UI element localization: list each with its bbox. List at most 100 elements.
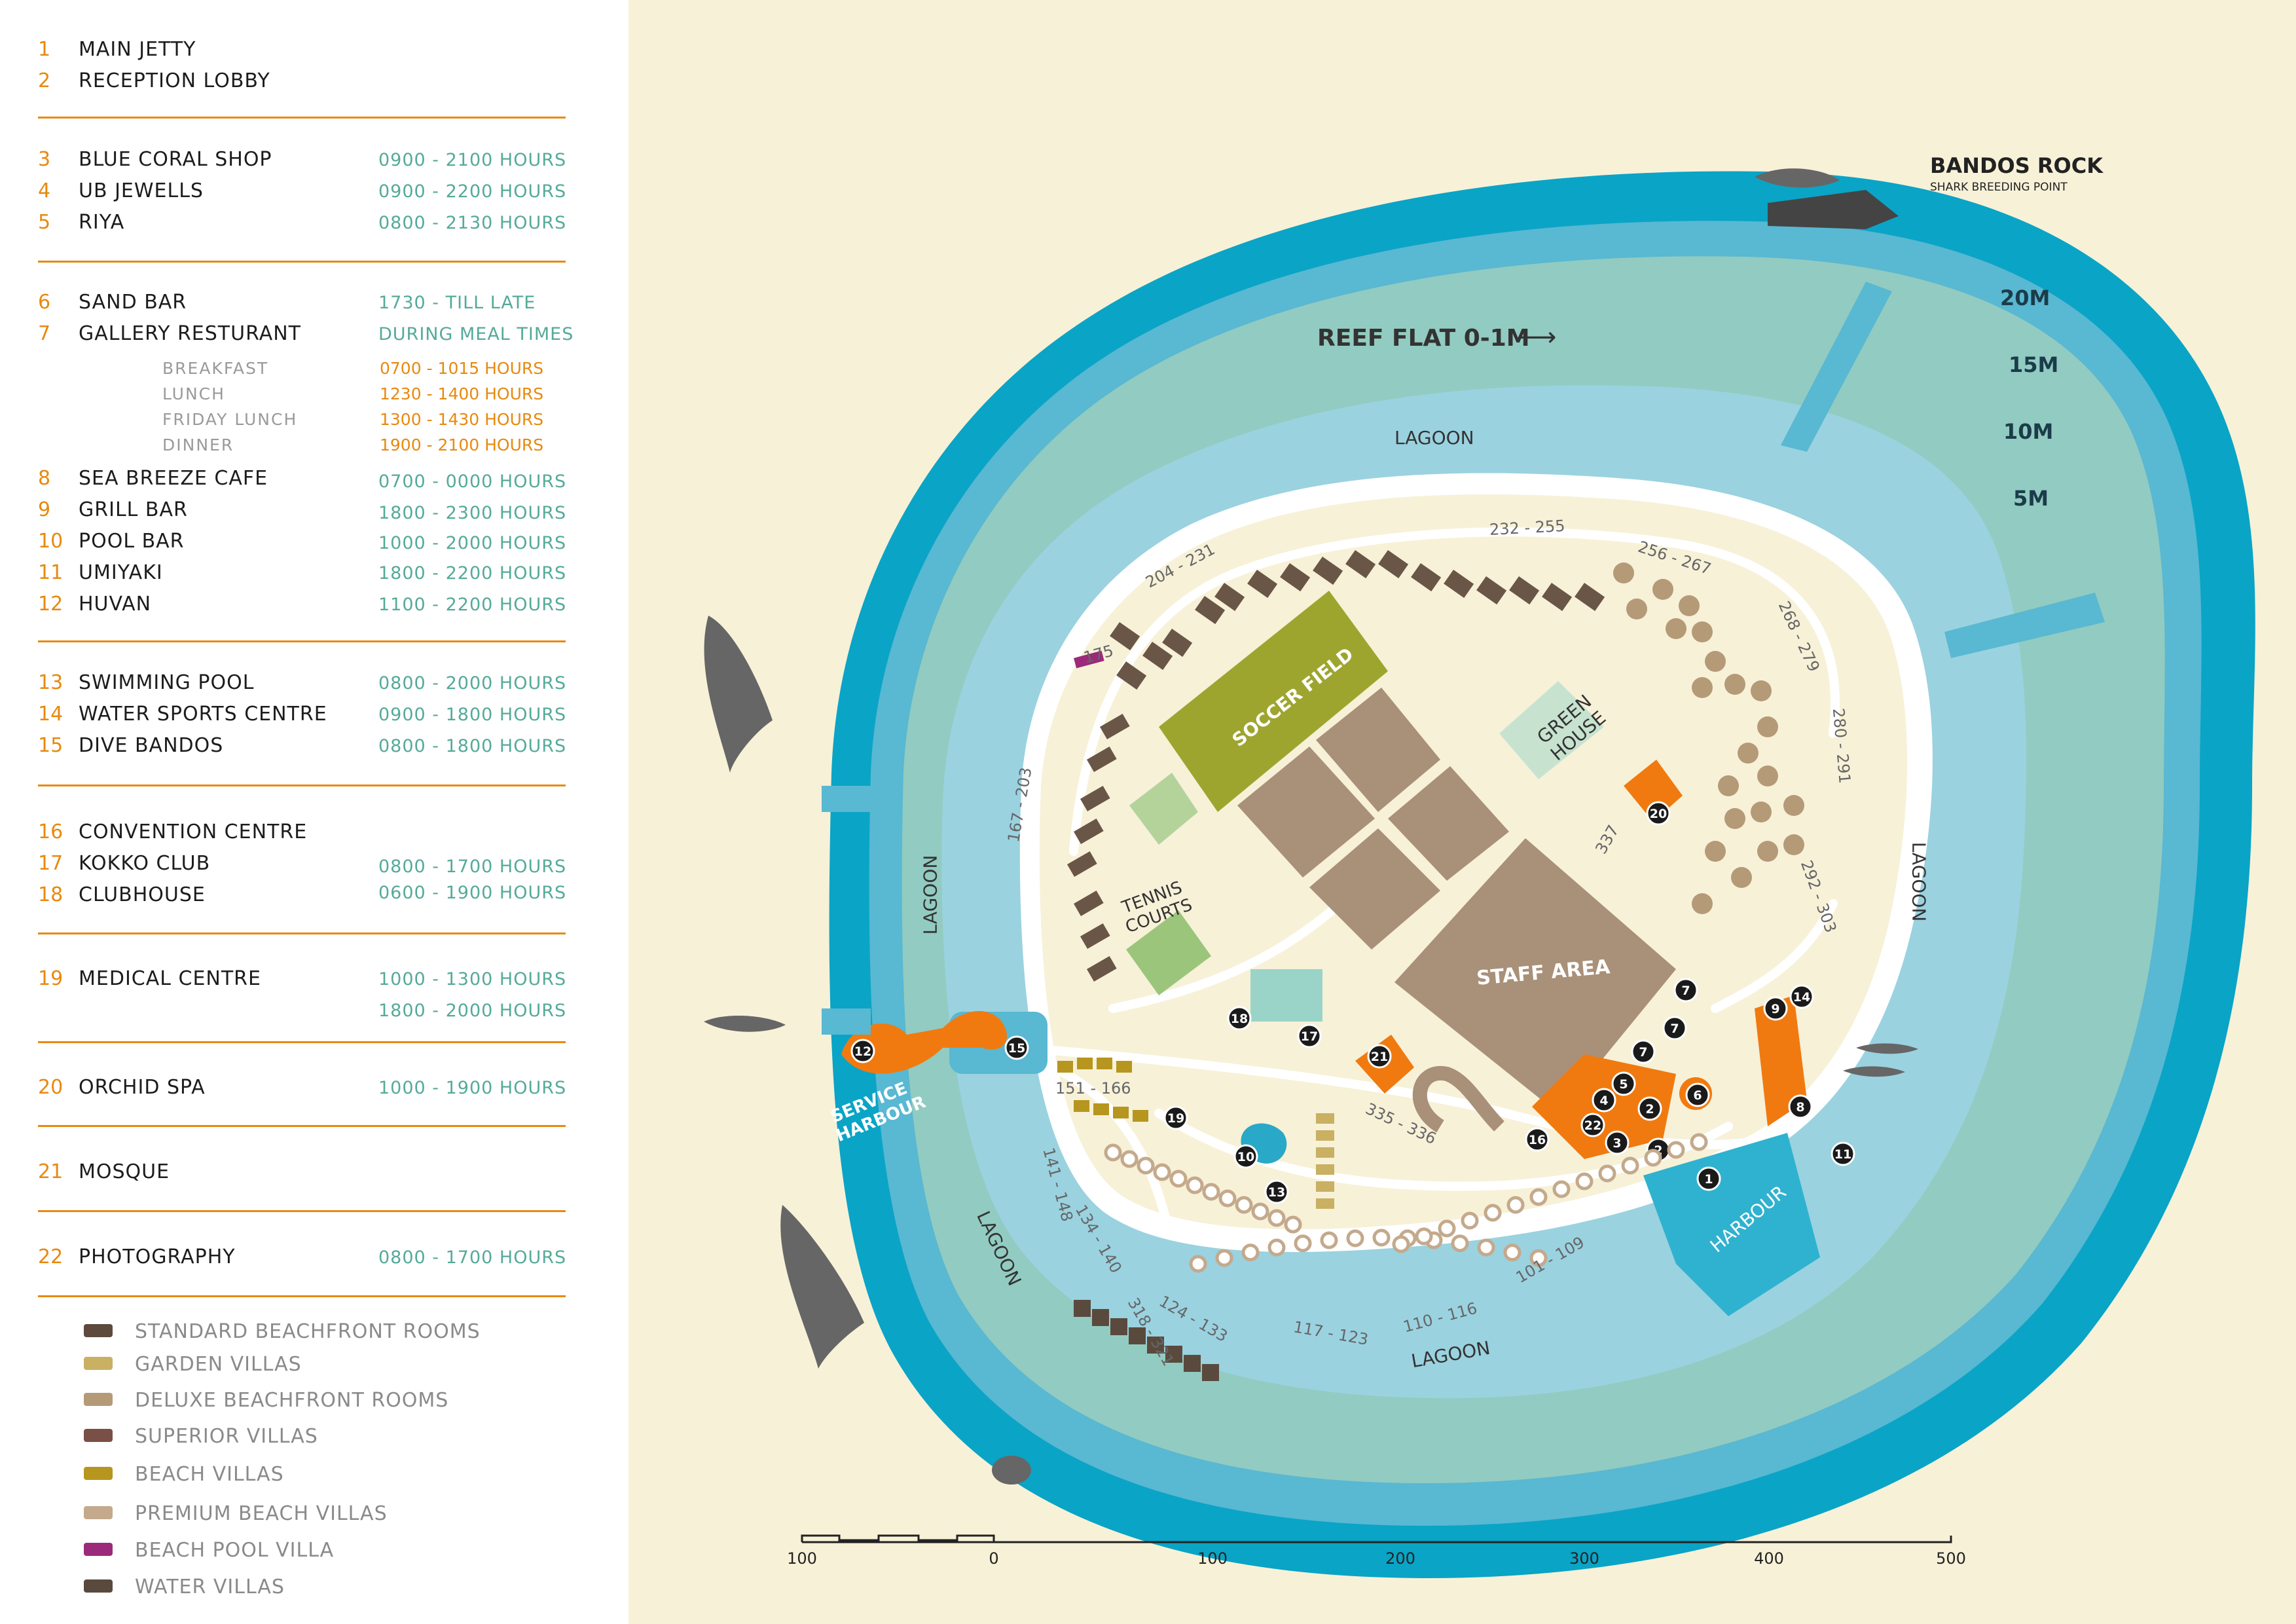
reef-flat-label: REEF FLAT 0-1M xyxy=(1317,325,1530,352)
marker-7[interactable]: 7 xyxy=(1662,1016,1687,1041)
marker-4[interactable]: 4 xyxy=(1592,1088,1616,1113)
water-villa-icon xyxy=(84,1579,113,1593)
marker-10[interactable]: 10 xyxy=(1233,1144,1258,1169)
facility-number: 11 xyxy=(38,561,64,584)
facility-row: 1800 - 2000 HOURS xyxy=(0,999,589,1025)
room-key-label: STANDARD BEACHFRONT ROOMS xyxy=(135,1320,481,1343)
marker-5[interactable]: 5 xyxy=(1611,1071,1636,1096)
beach-pool-villa-icon xyxy=(84,1543,113,1556)
marker-7[interactable]: 7 xyxy=(1673,978,1698,1003)
facility-name: ORCHID SPA xyxy=(79,1076,206,1099)
shark-rock xyxy=(1768,190,1899,229)
harbour-basin xyxy=(1643,1133,1820,1316)
shark-icon xyxy=(704,1015,786,1032)
facility-name: BLUE CORAL SHOP xyxy=(79,148,272,171)
huvan-restaurant xyxy=(841,1010,1008,1074)
shark-point-label: SHARK BREEDING POINT xyxy=(1930,181,2068,194)
facility-name: UB JEWELLS xyxy=(79,179,204,202)
room-key-label: SUPERIOR VILLAS xyxy=(135,1425,318,1448)
meal-row: BREAKFAST 0700 - 1015 HOURS xyxy=(0,359,589,381)
room-key-label: PREMIUM BEACH VILLAS xyxy=(135,1502,388,1525)
scale-label: 200 xyxy=(1385,1549,1415,1568)
facility-number: 8 xyxy=(38,467,51,490)
facility-hours: 1800 - 2200 HOURS xyxy=(378,563,567,583)
facility-name: MEDICAL CENTRE xyxy=(79,967,261,990)
marker-6[interactable]: 6 xyxy=(1685,1082,1710,1107)
facility-hours: DURING MEAL TIMES xyxy=(378,324,574,344)
svg-text:3: 3 xyxy=(1613,1136,1621,1151)
facility-hours: 0800 - 1700 HOURS xyxy=(378,857,567,877)
marker-3[interactable]: 3 xyxy=(1605,1130,1630,1155)
marine-life xyxy=(704,168,1918,1485)
section-divider xyxy=(38,1210,566,1212)
section-divider xyxy=(38,1295,566,1297)
facility-name: RECEPTION LOBBY xyxy=(79,69,270,92)
svg-text:13: 13 xyxy=(1268,1185,1285,1200)
meal-label: BREAKFAST xyxy=(162,359,269,378)
facility-name: WATER SPORTS CENTRE xyxy=(79,703,327,726)
marker-17[interactable]: 17 xyxy=(1297,1024,1322,1048)
facility-name: SWIMMING POOL xyxy=(79,671,255,694)
section-divider xyxy=(38,1041,566,1043)
svg-text:15: 15 xyxy=(1008,1041,1025,1056)
premium-beach-villa-icon xyxy=(84,1506,113,1519)
facility-hours: 0900 - 2200 HOURS xyxy=(378,181,567,202)
meal-hours: 0700 - 1015 HOURS xyxy=(380,359,544,378)
facility-name: PHOTOGRAPHY xyxy=(79,1246,236,1268)
facility-name: CONVENTION CENTRE xyxy=(79,821,308,843)
marker-21[interactable]: 21 xyxy=(1367,1044,1392,1069)
marker-11[interactable]: 11 xyxy=(1831,1141,1855,1166)
facility-number: 21 xyxy=(38,1160,64,1183)
depth-label: 10M xyxy=(2003,419,2054,444)
facility-hours: 1730 - TILL LATE xyxy=(378,293,536,313)
room-key-label: BEACH VILLAS xyxy=(135,1463,284,1486)
marker-12[interactable]: 12 xyxy=(850,1039,875,1063)
marker-2[interactable]: 2 xyxy=(1637,1096,1662,1121)
facility-number: 20 xyxy=(38,1076,64,1099)
meal-label: LUNCH xyxy=(162,384,225,403)
meal-hours: 1230 - 1400 HOURS xyxy=(380,384,544,403)
facility-number: 15 xyxy=(38,734,64,757)
marker-1[interactable]: 1 xyxy=(1696,1166,1721,1191)
garden-villa-icon xyxy=(84,1357,113,1370)
marker-22[interactable]: 22 xyxy=(1580,1113,1605,1137)
depth-label: 5M xyxy=(2013,486,2049,511)
svg-text:7: 7 xyxy=(1639,1045,1647,1060)
room-key-label: BEACH POOL VILLA xyxy=(135,1539,335,1562)
facility-name: DIVE BANDOS xyxy=(79,734,224,757)
marker-18[interactable]: 18 xyxy=(1227,1006,1252,1031)
svg-text:6: 6 xyxy=(1693,1088,1702,1103)
marker-20[interactable]: 20 xyxy=(1646,801,1671,826)
lagoon-label-east: LAGOON xyxy=(1908,841,1930,922)
facility-hours: 1000 - 2000 HOURS xyxy=(378,533,567,553)
marker-9[interactable]: 9 xyxy=(1763,996,1788,1021)
marker-15[interactable]: 15 xyxy=(1004,1035,1029,1060)
dive-channels xyxy=(822,282,2105,1035)
svg-text:10: 10 xyxy=(1237,1150,1254,1164)
meal-hours: 1900 - 2100 HOURS xyxy=(380,435,544,454)
room-key-item: BEACH VILLAS xyxy=(79,1459,589,1489)
facility-hours: 0800 - 1700 HOURS xyxy=(378,1247,567,1268)
marker-19[interactable]: 19 xyxy=(1163,1105,1188,1130)
marker-16[interactable]: 16 xyxy=(1525,1127,1550,1152)
room-key-item: STANDARD BEACHFRONT ROOMS xyxy=(79,1316,589,1346)
scale-label: 100 xyxy=(787,1549,817,1568)
marker-13[interactable]: 13 xyxy=(1264,1179,1289,1204)
marker-14[interactable]: 14 xyxy=(1789,984,1814,1009)
shark-icon xyxy=(1755,168,1840,188)
facility-number: 10 xyxy=(38,530,64,553)
marker-7[interactable]: 7 xyxy=(1631,1039,1656,1064)
facility-number: 19 xyxy=(38,967,64,990)
facility-name: GALLERY RESTURANT xyxy=(79,322,301,345)
marker-8[interactable]: 8 xyxy=(1788,1094,1813,1119)
